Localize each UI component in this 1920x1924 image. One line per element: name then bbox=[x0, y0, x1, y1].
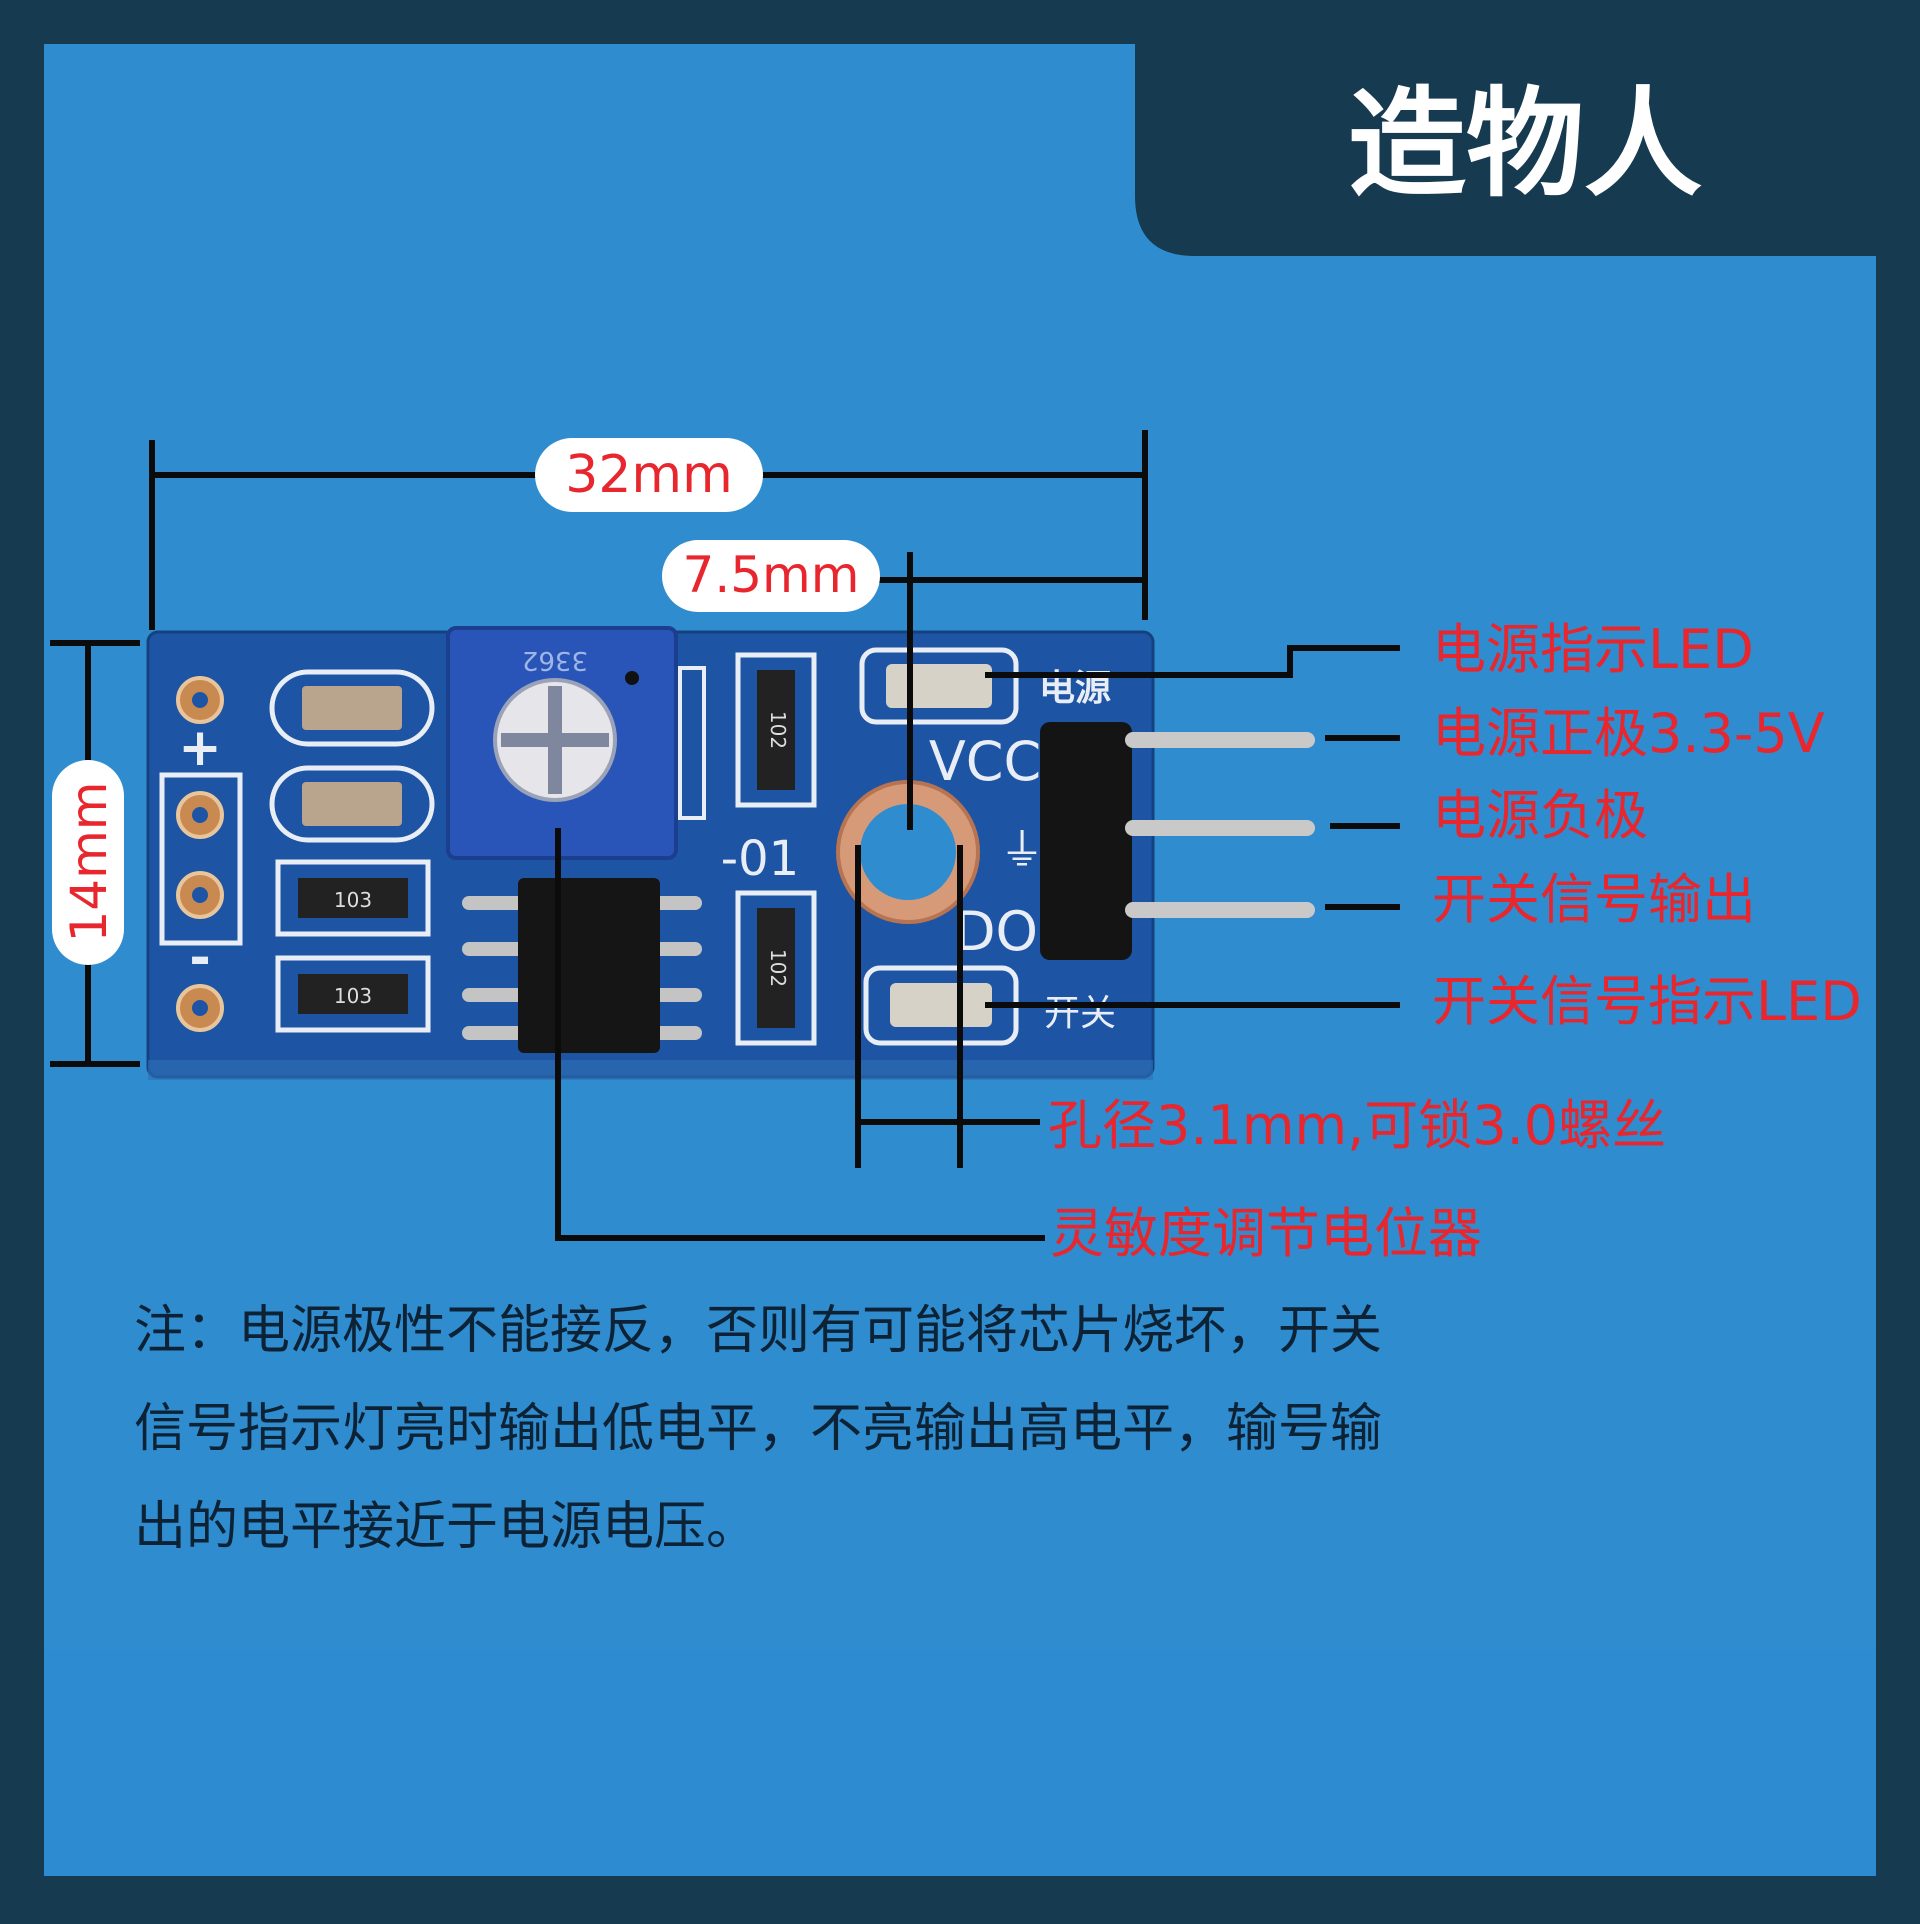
capacitor bbox=[269, 669, 435, 747]
callout-vcc: 电源正极3.3-5V bbox=[1432, 702, 1825, 765]
ic-chip bbox=[462, 878, 702, 1053]
silk-switch-led: 开关 bbox=[1044, 993, 1116, 1034]
silk-minus: - bbox=[189, 928, 211, 988]
pad-hole bbox=[192, 1000, 208, 1016]
silk-gnd: ⏚ bbox=[1000, 825, 1044, 876]
res-outline bbox=[735, 890, 817, 1046]
hole-center bbox=[860, 804, 956, 900]
resistor-code: 102 bbox=[766, 711, 790, 749]
callout-do: 开关信号输出 bbox=[1432, 868, 1756, 931]
callout-gnd: 电源负极 bbox=[1432, 784, 1648, 847]
cap-outline bbox=[269, 765, 435, 843]
res-outline bbox=[275, 859, 431, 937]
res-body bbox=[757, 908, 795, 1028]
pcb-edge bbox=[148, 1060, 1153, 1080]
leader-pot bbox=[555, 828, 1045, 1241]
left-header: + - bbox=[159, 676, 243, 1032]
note-line-2: 信号指示灯亮时输出低电平，不亮输出高电平，输号输 bbox=[134, 1399, 1382, 1459]
silk-vcc: VCC bbox=[929, 730, 1041, 793]
leader-lines bbox=[555, 645, 1400, 1241]
pad-hole bbox=[192, 692, 208, 708]
resistor-code: 102 bbox=[766, 949, 790, 987]
note-line-3: 出的电平接近于电源电压。 bbox=[134, 1497, 758, 1557]
offset-label: 7.5mm bbox=[683, 546, 860, 604]
resistor-code: 103 bbox=[334, 888, 372, 912]
bottom-band bbox=[44, 1650, 1876, 1876]
led-outline bbox=[859, 647, 1019, 725]
pin-gnd bbox=[1125, 820, 1315, 836]
capacitor bbox=[269, 765, 435, 843]
callout-pot: 灵敏度调节电位器 bbox=[1050, 1202, 1482, 1265]
res-outline bbox=[275, 955, 431, 1033]
sensor-board: + - 103 103 3362 bbox=[146, 626, 1315, 1080]
callout-hole: 孔径3.1mm,可锁3.0螺丝 bbox=[1048, 1094, 1666, 1157]
led-body bbox=[890, 983, 992, 1027]
cap-body bbox=[302, 782, 402, 826]
header-housing bbox=[1040, 722, 1132, 960]
silk-do: DO bbox=[954, 900, 1038, 963]
pot-code: 3362 bbox=[522, 645, 588, 675]
res-body bbox=[298, 878, 408, 918]
resistor: 102 bbox=[735, 890, 817, 1046]
header-outline bbox=[159, 772, 243, 946]
pad-hole bbox=[192, 887, 208, 903]
res-body bbox=[757, 670, 795, 790]
dimension-hole-offset bbox=[860, 552, 1145, 830]
potentiometer: 3362 bbox=[446, 626, 678, 860]
resistor: 102 bbox=[735, 652, 817, 808]
res-body bbox=[298, 974, 408, 1014]
resistor-code: 103 bbox=[334, 984, 372, 1008]
callout-switch-led: 开关信号指示LED bbox=[1432, 970, 1862, 1033]
height-label: 14mm bbox=[60, 781, 118, 942]
callout-power-led: 电源指示LED bbox=[1432, 618, 1754, 681]
brand-tab bbox=[1135, 44, 1876, 256]
mounting-hole bbox=[836, 780, 980, 924]
cap-body bbox=[302, 686, 402, 730]
pin-vcc bbox=[1125, 732, 1315, 748]
width-pill bbox=[535, 438, 763, 512]
resistor: 103 bbox=[275, 859, 431, 937]
silk-box bbox=[678, 666, 706, 820]
brand-name: 造物人 bbox=[1348, 75, 1702, 213]
resistor: 103 bbox=[275, 955, 431, 1033]
note: 注：电源极性不能接反，否则有可能将芯片烧坏，开关 信号指示灯亮时输出低电平，不亮… bbox=[134, 1301, 1382, 1557]
note-line-1: 注：电源极性不能接反，否则有可能将芯片烧坏，开关 bbox=[134, 1301, 1382, 1361]
led-body bbox=[886, 664, 992, 708]
leader-power-led bbox=[985, 645, 1400, 678]
silk-plus: + bbox=[178, 718, 222, 778]
pot-slot bbox=[501, 733, 609, 747]
silk-ref: -01 bbox=[721, 831, 799, 887]
cap-outline bbox=[269, 669, 435, 747]
ic-body bbox=[518, 878, 660, 1053]
pot-dot bbox=[625, 671, 639, 685]
pin-header bbox=[1040, 722, 1315, 960]
pad-hole bbox=[192, 807, 208, 823]
width-label: 32mm bbox=[565, 445, 732, 505]
res-outline bbox=[735, 652, 817, 808]
pin-do bbox=[1125, 902, 1315, 918]
offset-pill bbox=[662, 540, 880, 612]
height-pill bbox=[52, 760, 124, 965]
